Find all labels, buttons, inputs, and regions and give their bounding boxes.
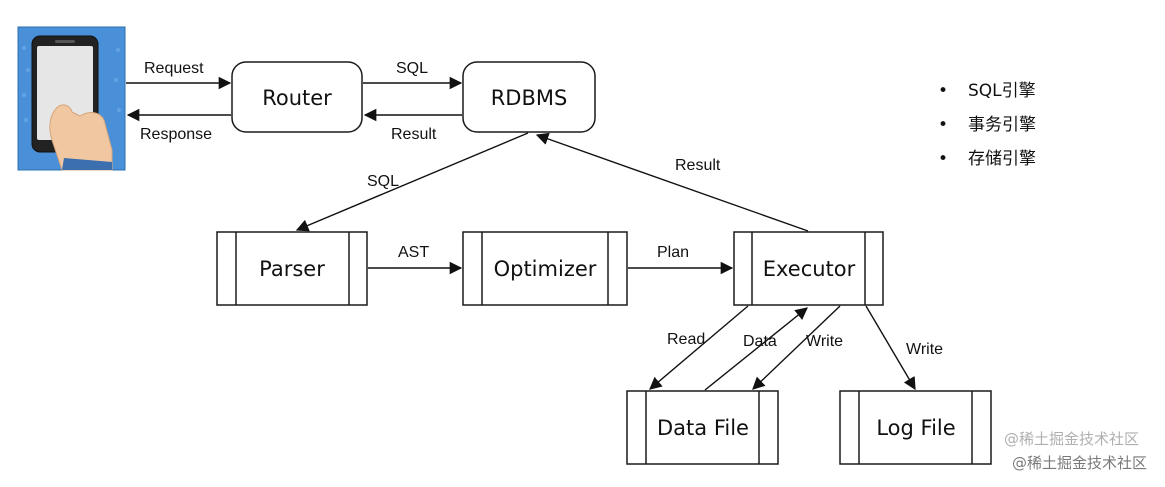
edge-label-sql-top: SQL <box>396 60 428 77</box>
edge-response: Response <box>126 108 231 143</box>
bullet-marker: • <box>938 149 949 169</box>
edge-ast: AST <box>368 244 463 275</box>
optimizer-label: Optimizer <box>494 257 597 281</box>
edge-data: Data <box>704 307 808 391</box>
edge-label-data: Data <box>743 333 777 350</box>
edge-result-top: Result <box>363 108 462 143</box>
bullet-marker: • <box>938 115 949 135</box>
parser-label: Parser <box>259 257 325 281</box>
edge-label-sql-down: SQL <box>367 173 399 190</box>
bullet-item: • 存储引擎 <box>938 146 1036 180</box>
bullet-text: SQL引擎 <box>968 81 1036 101</box>
bullet-text: 存储引擎 <box>968 149 1036 169</box>
bullet-item: • 事务引擎 <box>938 112 1036 146</box>
executor-label: Executor <box>763 257 856 281</box>
router-node: Router <box>231 61 363 133</box>
edge-sql-down: SQL <box>295 132 529 232</box>
edge-label-write-data: Write <box>806 333 843 350</box>
log-file-node: Log File <box>839 390 992 465</box>
bullet-text: 事务引擎 <box>968 115 1036 135</box>
edge-label-response: Response <box>140 126 212 143</box>
edge-label-plan: Plan <box>657 244 689 261</box>
bullet-item: • SQL引擎 <box>938 78 1036 112</box>
rdbms-node: RDBMS <box>462 61 596 133</box>
phone-in-hand-icon <box>17 26 126 171</box>
edge-write-log: Write <box>865 305 943 391</box>
edge-read: Read <box>649 305 749 390</box>
rdbms-label: RDBMS <box>491 86 568 110</box>
edge-request: Request <box>126 60 232 90</box>
data-file-node: Data File <box>626 390 779 465</box>
log-file-label: Log File <box>876 416 955 440</box>
router-label: Router <box>262 86 332 110</box>
edge-label-request: Request <box>144 60 204 77</box>
executor-node: Executor <box>733 231 884 306</box>
data-file-label: Data File <box>657 416 749 440</box>
edge-label-read: Read <box>667 331 705 348</box>
parser-node: Parser <box>216 231 368 306</box>
edge-write-data: Write <box>752 305 843 390</box>
edge-result-up: Result <box>535 132 809 232</box>
edge-label-write-log: Write <box>906 341 943 358</box>
edge-label-ast: AST <box>398 244 429 261</box>
edge-plan: Plan <box>628 244 734 275</box>
bullet-marker: • <box>938 81 949 101</box>
edge-label-result-top: Result <box>391 126 437 143</box>
optimizer-node: Optimizer <box>462 231 628 306</box>
edge-sql-top: SQL <box>363 60 463 90</box>
engine-bullet-list: • SQL引擎 • 事务引擎 • 存储引擎 <box>938 78 1036 180</box>
watermark-shadow: @稀土掘金技术社区 <box>1003 430 1139 448</box>
watermark: @稀土掘金技术社区 <box>1011 454 1147 472</box>
edge-label-result-up: Result <box>675 157 721 174</box>
